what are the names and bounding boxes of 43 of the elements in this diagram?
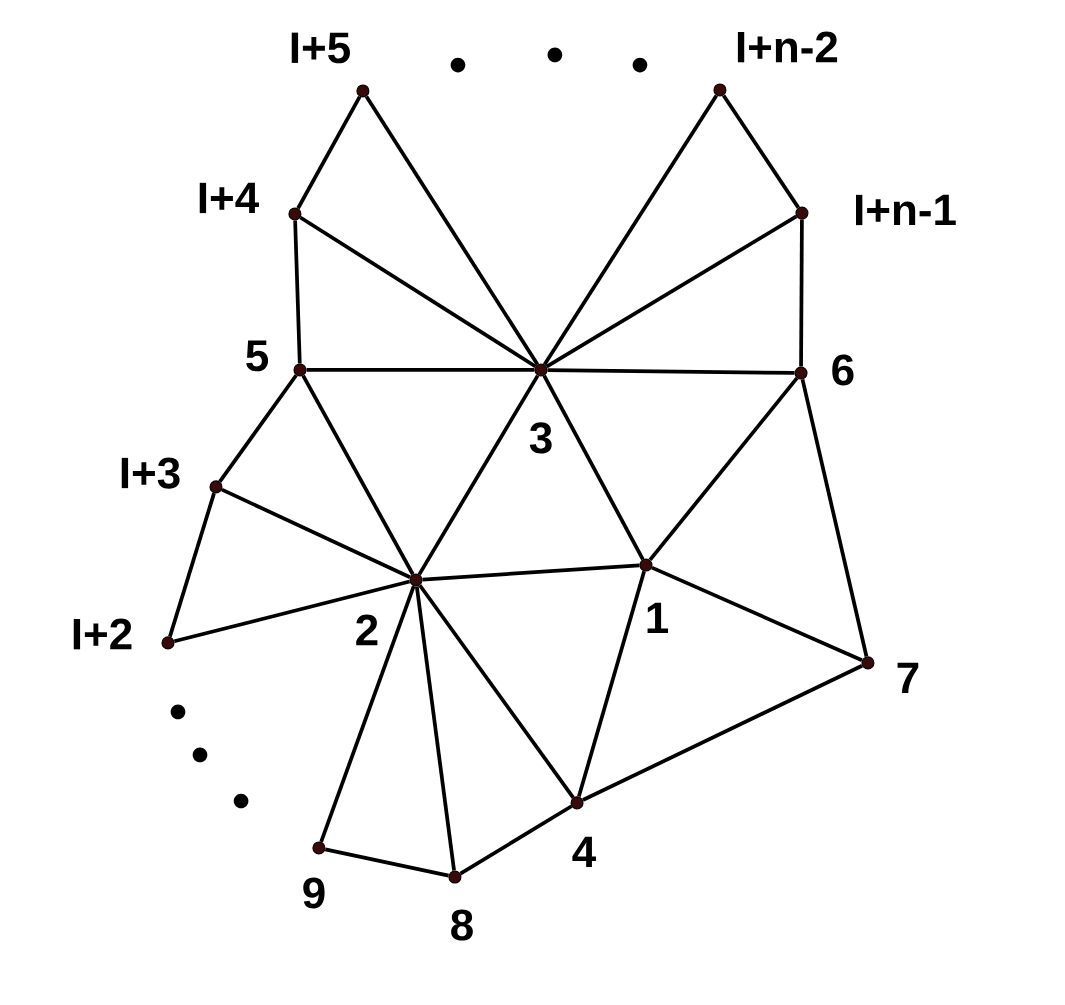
- edge-line: [324, 847, 449, 878]
- edge-line: [459, 804, 573, 876]
- edge-line: [299, 215, 537, 369]
- edge-line: [542, 374, 645, 561]
- vertex-label: 6: [832, 354, 854, 386]
- vertex-label: 7: [897, 662, 919, 694]
- vertex-label: I+3: [121, 457, 180, 489]
- edge-line: [422, 563, 640, 582]
- vertex-label: I+n-2: [737, 31, 838, 63]
- edge-line: [800, 379, 869, 657]
- vertex-label: 8: [451, 909, 473, 941]
- edge-line: [417, 374, 540, 576]
- edge-line: [306, 368, 535, 372]
- edge-line: [577, 570, 646, 798]
- edge-line: [168, 492, 216, 638]
- edge-line: [545, 214, 798, 369]
- edge-line: [415, 586, 456, 871]
- edge-line: [582, 664, 863, 802]
- edge-line: [364, 95, 540, 366]
- vertex-label: 3: [529, 422, 552, 454]
- edge-line: [221, 487, 411, 579]
- vertex-label: 4: [572, 836, 596, 868]
- vertex-label: 9: [303, 877, 325, 909]
- edge-line: [648, 376, 799, 562]
- edge-line: [542, 94, 718, 366]
- edge-line: [722, 94, 800, 209]
- edge-line: [418, 584, 575, 799]
- edge-line: [651, 565, 863, 662]
- vertex-label: 5: [246, 340, 269, 372]
- vertex-label: I+5: [291, 32, 350, 64]
- vertex-label: I+2: [73, 618, 132, 650]
- vertex-label: 1: [647, 602, 669, 634]
- edge-line: [319, 585, 416, 843]
- edge-line: [799, 219, 804, 367]
- edge-line: [293, 220, 302, 364]
- edge-line: [296, 95, 362, 210]
- edge-line: [301, 374, 415, 576]
- edge-line: [218, 374, 298, 483]
- vertex-label: I+n-1: [856, 194, 956, 226]
- edge-line: [547, 368, 795, 375]
- edge-line: [173, 579, 411, 644]
- vertex-label: 2: [356, 614, 378, 646]
- vertex-label: I+4: [199, 182, 259, 214]
